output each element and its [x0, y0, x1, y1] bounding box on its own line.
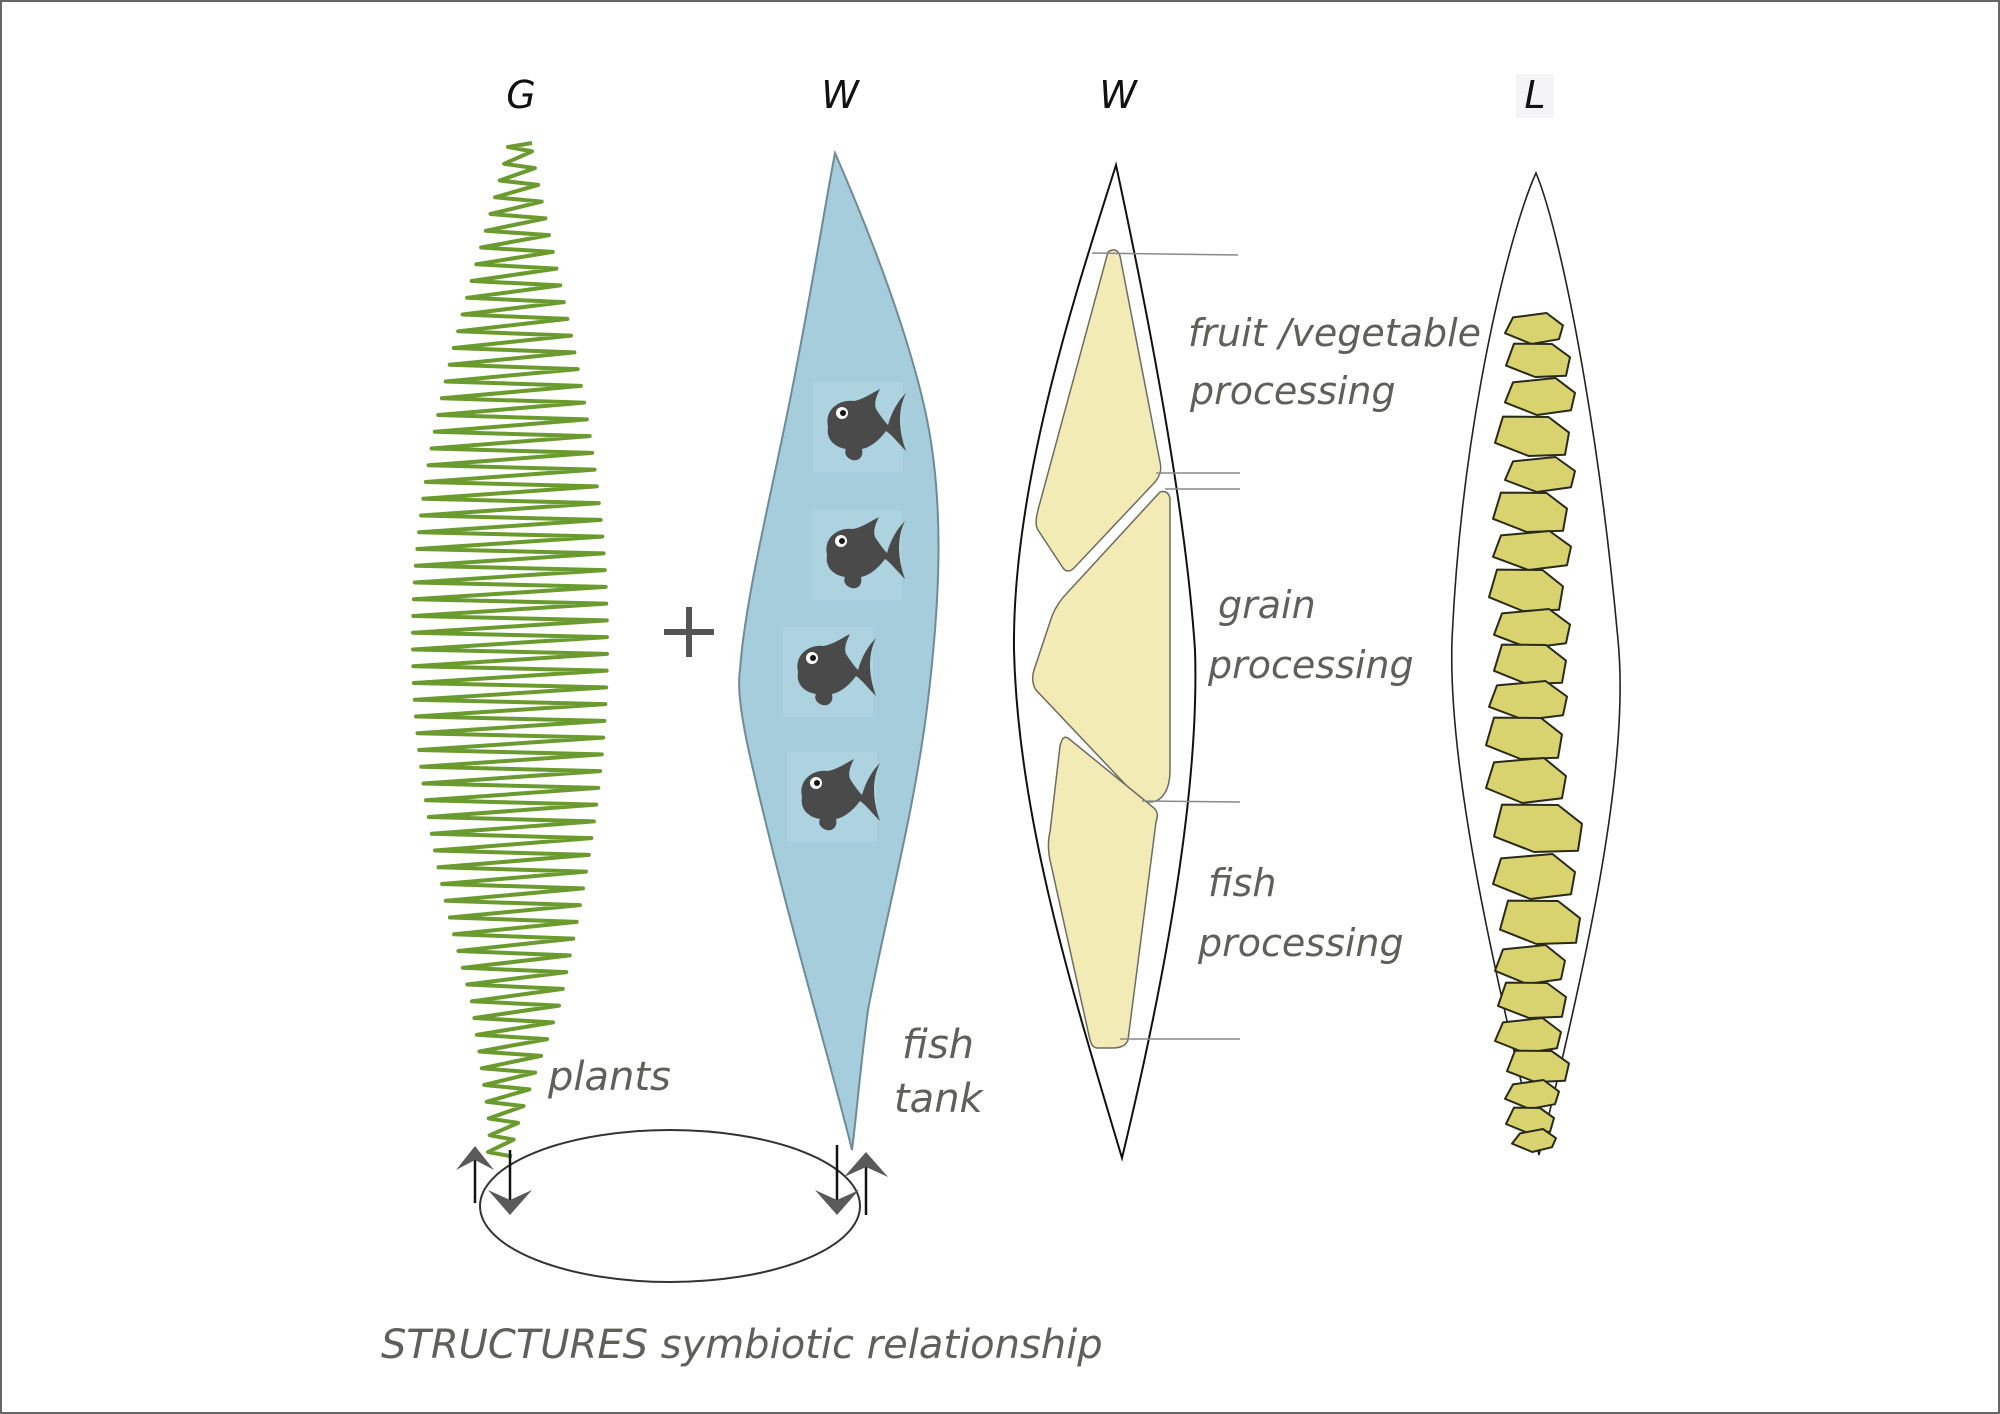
stone: [1488, 680, 1568, 721]
label-fruit-vegetable-processing: fruit /vegetable processing: [1188, 311, 1493, 413]
stone: [1493, 803, 1583, 853]
stone: [1504, 456, 1576, 493]
compartment-leader-lines: [1091, 252, 1241, 1040]
label-fish-tank: fish tank: [894, 1022, 987, 1122]
fish-icon: [812, 510, 905, 600]
stone: [1485, 716, 1563, 760]
arrow-down-right: [815, 1145, 859, 1215]
stone: [1499, 899, 1581, 945]
plants-zigzag: [411, 141, 609, 1159]
stone: [1492, 530, 1572, 571]
compartment-grain: [1031, 490, 1171, 803]
stone: [1497, 981, 1567, 1019]
stone: [1493, 608, 1571, 649]
stone: [1506, 1049, 1570, 1083]
stone: [1485, 757, 1567, 804]
stones-group: [1485, 312, 1583, 1153]
stone: [1494, 944, 1566, 985]
fish-icon: [813, 382, 906, 472]
stone: [1505, 342, 1571, 378]
symbiosis-cycle-ellipse: [479, 1129, 861, 1283]
arrow-down-left: [488, 1150, 532, 1215]
fish-icon: [783, 627, 876, 717]
arrow-up-right: [844, 1152, 888, 1215]
stone: [1504, 312, 1564, 345]
stone: [1494, 415, 1570, 457]
stone: [1504, 377, 1576, 416]
stone: [1488, 568, 1564, 612]
stone: [1492, 853, 1576, 900]
stone: [1492, 491, 1568, 533]
column-title-l: L: [1524, 73, 1545, 117]
stone: [1505, 1106, 1555, 1134]
arrow-up-left: [456, 1146, 494, 1203]
plus-operator: [664, 607, 714, 657]
column-title-w1: W: [821, 73, 860, 117]
label-grain-processing: grain processing: [1207, 583, 1414, 687]
title-l-background: [1516, 74, 1554, 118]
stone: [1511, 1128, 1557, 1153]
diagram-caption: STRUCTURES symbiotic relationship: [381, 1322, 1103, 1368]
column-title-g: G: [506, 73, 535, 117]
label-plants: plants: [547, 1054, 671, 1100]
fish-icon: [787, 752, 880, 842]
fish-group: [783, 382, 906, 842]
column-title-w2: W: [1099, 73, 1138, 117]
label-fish-processing: fish processing: [1197, 861, 1404, 965]
stone: [1494, 1017, 1562, 1054]
stone: [1504, 1079, 1560, 1110]
compartment-fish: [1047, 736, 1159, 1049]
plants-zigzag-line: [411, 141, 609, 1159]
stone: [1493, 643, 1567, 685]
